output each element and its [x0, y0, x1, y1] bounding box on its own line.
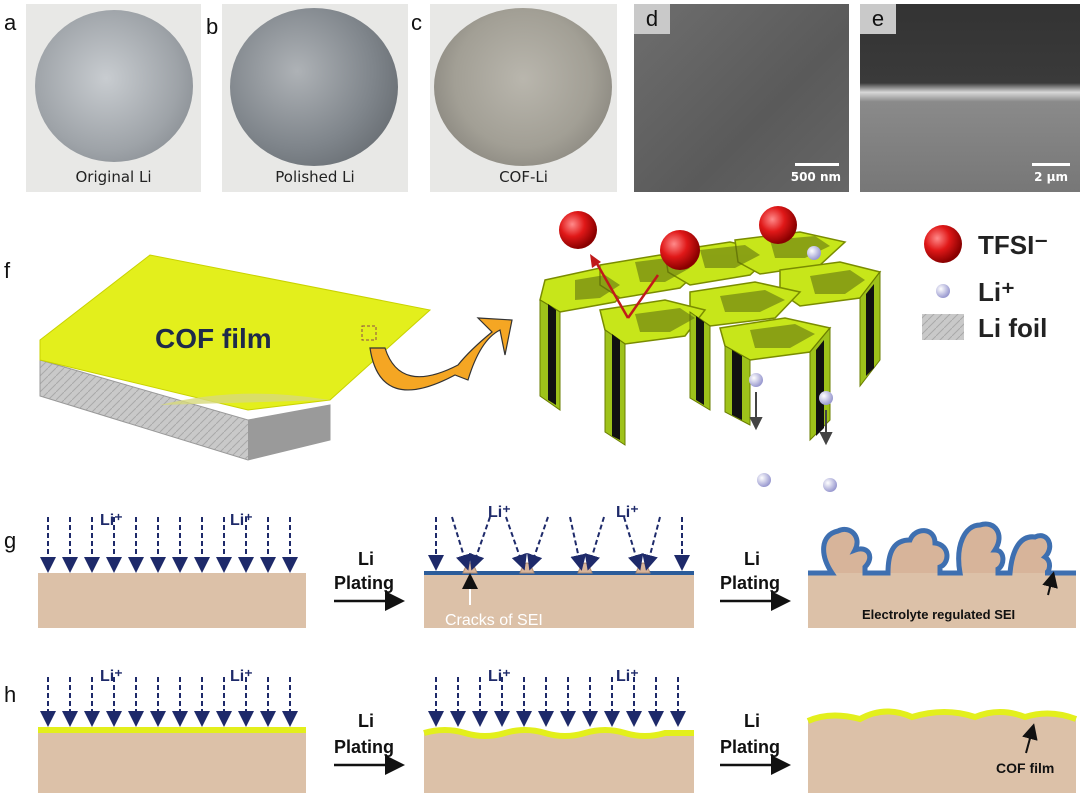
- caption-original-li: Original Li: [75, 168, 152, 186]
- li-ion-label: Li⁺: [230, 512, 253, 529]
- lithium-substrate: [808, 711, 1076, 793]
- li-ion-flux-arrows: [40, 677, 298, 727]
- li-ion-label: Li⁺: [488, 668, 511, 685]
- legend-li-ion-label: Li⁺: [978, 277, 1015, 307]
- sei-pointer: [1042, 571, 1058, 596]
- cof-schematic: COF film: [39, 206, 1048, 492]
- electrolyte-sei-label: Electrolyte regulated SEI: [862, 607, 1015, 622]
- panel-label-e: e: [860, 4, 896, 34]
- step-label-plating: Plating: [334, 737, 394, 757]
- cof-honeycomb-structure: [539, 231, 882, 446]
- lithium-ion: [819, 391, 833, 405]
- li-ion-label: Li⁺: [616, 668, 639, 685]
- step-label-plating: Plating: [334, 573, 394, 593]
- panel-label-b: b: [206, 14, 219, 39]
- li-ion-label: Li⁺: [100, 512, 123, 529]
- step-label-plating: Plating: [720, 573, 780, 593]
- arrowhead: [749, 417, 763, 431]
- arrowhead: [819, 432, 833, 446]
- cof-film-layer: [38, 727, 306, 733]
- rejection-path: [594, 261, 630, 319]
- lithium-disc: [35, 10, 193, 162]
- zoom-arrow: [369, 317, 513, 391]
- lithium-substrate: [38, 573, 306, 628]
- legend-li-foil-label: Li foil: [978, 313, 1047, 343]
- cof-film-annotation: COF film: [996, 760, 1054, 776]
- cof-coated-disc: [434, 8, 612, 166]
- li-ion-flux-arrows: [428, 516, 690, 571]
- sem-image-surface: d 500 nm: [634, 4, 849, 192]
- legend-li-ion-swatch: [936, 284, 950, 298]
- legend-li-foil-swatch: [922, 314, 964, 340]
- step-label-li: Li: [358, 549, 374, 569]
- cracks-of-sei-label: Cracks of SEI: [445, 612, 543, 629]
- li-ion-label: Li⁺: [488, 504, 511, 521]
- panel-label-c: c: [411, 10, 422, 35]
- step-label-li: Li: [744, 711, 760, 731]
- legend-tfsi-swatch: [924, 225, 962, 263]
- photo-polished-li: Polished Li: [222, 4, 408, 192]
- li-ion-label: Li⁺: [616, 504, 639, 521]
- tfsi-anion: [559, 211, 597, 249]
- cof-film-pointer: [1022, 723, 1038, 754]
- lithium-substrate: [808, 573, 1076, 628]
- li-ion-flux-arrows: [428, 677, 686, 727]
- panel-g-schematic: Li⁺ Li⁺ Li Plating Li⁺ Li⁺ Cracks of SEI…: [38, 504, 1076, 629]
- cof-film-layer: [806, 708, 1078, 724]
- panel-label-h: h: [4, 682, 17, 707]
- cof-film-layer: [423, 727, 694, 739]
- scale-label-d: 500 nm: [790, 170, 841, 184]
- cof-film-layer: [39, 254, 432, 411]
- legend-tfsi-label: TFSI⁻: [978, 230, 1048, 260]
- panel-label-g: g: [4, 528, 17, 553]
- step-label-li: Li: [358, 711, 374, 731]
- lithium-dendrites: [808, 521, 1076, 576]
- li-ion-label: Li⁺: [100, 668, 123, 685]
- photo-cof-li: COF-Li: [430, 4, 617, 192]
- tfsi-anion: [660, 230, 700, 270]
- photo-original-li: Original Li: [26, 4, 201, 192]
- zoom-region-box: [361, 325, 377, 341]
- lithium-substrate: [424, 730, 694, 793]
- scale-label-e: 2 μm: [1034, 170, 1068, 184]
- step-label-plating: Plating: [720, 737, 780, 757]
- lithium-ion: [749, 373, 763, 387]
- lithium-ion: [757, 473, 771, 487]
- panel-label-f: f: [4, 258, 11, 283]
- sem-image-cross-section: e 2 μm: [860, 4, 1080, 192]
- caption-polished-li: Polished Li: [275, 168, 355, 186]
- panel-label-a: a: [4, 10, 17, 35]
- panel-label-d: d: [634, 4, 670, 34]
- legend: TFSI⁻ Li⁺ Li foil: [922, 225, 1048, 343]
- lithium-foil-block: [39, 359, 331, 461]
- step-label-li: Li: [744, 549, 760, 569]
- lithium-substrate: [38, 731, 306, 793]
- panel-h-schematic: Li⁺ Li⁺ Li Plating Li⁺ Li⁺ Li Plating CO…: [38, 668, 1078, 793]
- scale-bar: [795, 163, 839, 166]
- tfsi-anion: [759, 206, 797, 244]
- lithium-ion: [807, 246, 821, 260]
- lithium-disc: [230, 8, 398, 166]
- li-ion-flux-arrows: [40, 517, 298, 573]
- rejection-path: [626, 274, 660, 319]
- rejection-arrowhead: [590, 254, 601, 268]
- caption-cof-li: COF-Li: [499, 168, 548, 186]
- scale-bar: [1032, 163, 1070, 166]
- lithium-ion: [823, 478, 837, 492]
- cof-film-label: COF film: [155, 323, 272, 354]
- li-ion-label: Li⁺: [230, 668, 253, 685]
